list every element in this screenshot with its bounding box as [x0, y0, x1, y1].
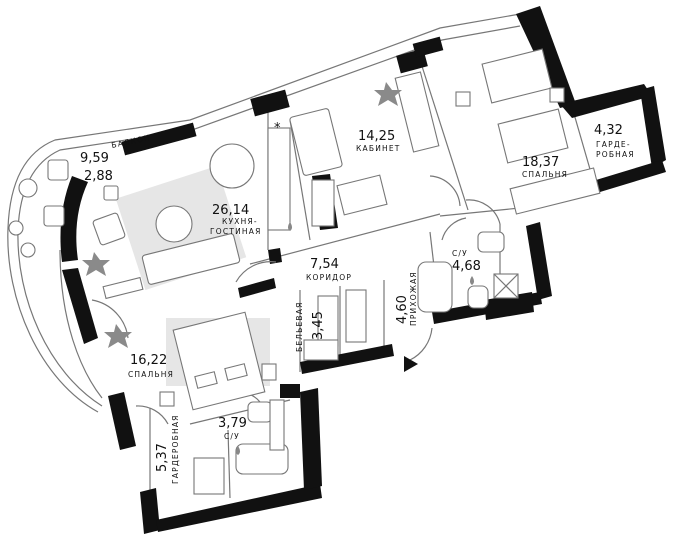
bath-2-name: С/У [224, 432, 240, 441]
hall-area: 4,60 [395, 295, 410, 324]
balcony-area-secondary: 2,88 [84, 169, 113, 184]
storage-furniture [303, 289, 367, 361]
water-drop-icons [236, 222, 474, 455]
kitchen-living-name-1: КУХНЯ- [222, 217, 258, 226]
bedroom-main-furniture [455, 48, 601, 215]
bedroom-main-area: 18,37 [522, 155, 559, 170]
bath-1-area: 4,68 [452, 259, 481, 274]
bedroom-2-name: СПАЛЬНЯ [128, 370, 174, 379]
dressing-2-area: 5,37 [155, 443, 170, 472]
linen-area: 3,45 [311, 311, 326, 340]
entrance-arrow-icon [404, 356, 418, 372]
office-furniture [289, 71, 440, 227]
corridor-name: КОРИДОР [306, 273, 352, 282]
bedroom-2-area: 16,22 [130, 353, 167, 368]
balcony-furniture [8, 159, 69, 258]
bedroom-2-furniture [159, 311, 277, 411]
bath-2-area: 3,79 [218, 416, 247, 431]
walls [60, 6, 666, 534]
plant-icons [82, 82, 402, 348]
bedroom-main-name: СПАЛЬНЯ [522, 170, 568, 179]
linen-name: БЕЛЬЕВАЯ [295, 302, 304, 353]
room-labels: 9,59 2,88 БАЛКОН 26,14 КУХНЯ- ГОСТИНАЯ *… [80, 121, 635, 484]
balcony-area: 9,59 [80, 151, 109, 166]
dressing-main-name-1: ГАРДЕ- [596, 140, 631, 149]
kitchen-living-name-2: ГОСТИНАЯ [210, 227, 262, 236]
dressing-main-name-2: РОБНАЯ [596, 150, 635, 159]
office-name: КАБИНЕТ [356, 144, 401, 153]
corridor-area: 7,54 [310, 257, 339, 272]
living-furniture [92, 127, 291, 300]
dressing-main-area: 4,32 [594, 123, 623, 138]
bath-1-name: С/У [452, 249, 468, 258]
hall-name: ПРИХОЖАЯ [409, 271, 418, 326]
office-area: 14,25 [358, 129, 395, 144]
vent-marker: * [274, 121, 281, 136]
bathroom-fixtures [193, 231, 519, 495]
dressing-2-name: ГАРДЕРОБНАЯ [171, 414, 180, 484]
kitchen-living-area: 26,14 [212, 203, 249, 218]
